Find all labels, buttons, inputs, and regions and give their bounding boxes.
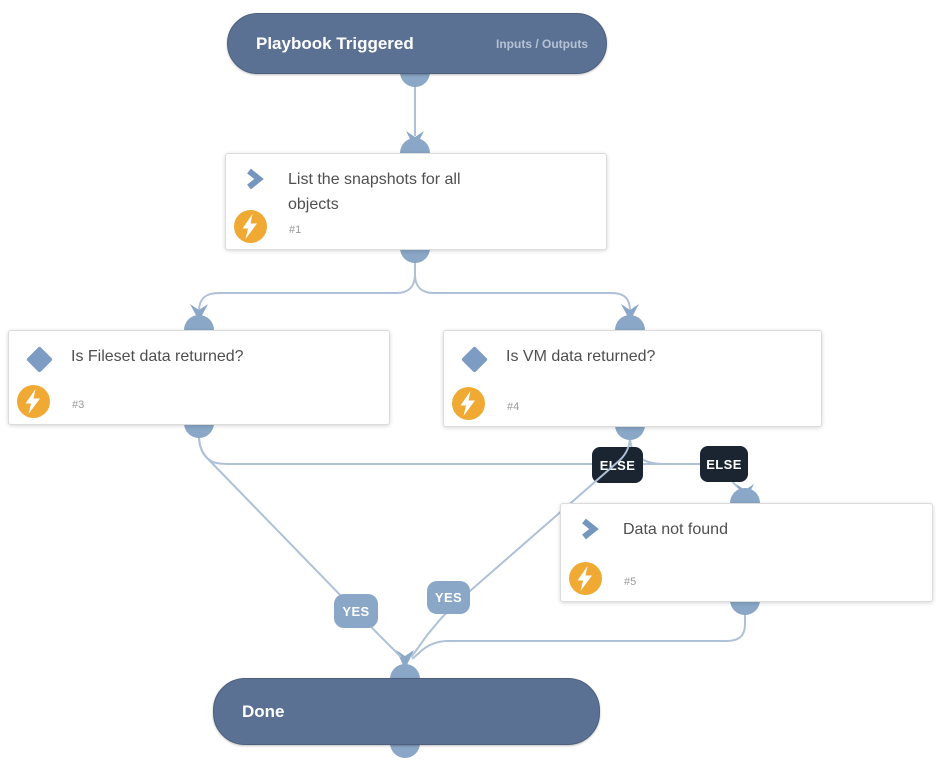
edge-action1-to-decision4 bbox=[414, 273, 631, 314]
edge-action1-to-decision3 bbox=[198, 261, 416, 314]
decision-node-3[interactable]: Is Fileset data returned? #3 bbox=[8, 330, 390, 425]
bolt-icon bbox=[452, 387, 485, 420]
node-title: Is VM data returned? bbox=[506, 348, 656, 365]
action-node-1[interactable]: List the snapshots for all objects #1 bbox=[225, 153, 607, 250]
edge-action5-to-end bbox=[411, 613, 746, 660]
start-node-label: Playbook Triggered bbox=[256, 33, 414, 53]
action-node-5[interactable]: Data not found #5 bbox=[560, 503, 933, 602]
node-title: List the snapshots for all objects bbox=[288, 171, 461, 213]
yes-label-text: YES bbox=[434, 590, 463, 605]
edge-label-else-decision4[interactable]: ELSE bbox=[700, 446, 748, 482]
edge-label-yes-decision4[interactable]: YES bbox=[427, 581, 470, 614]
decision-diamond-icon bbox=[26, 346, 53, 373]
end-node[interactable]: Done bbox=[213, 678, 600, 745]
bolt-icon bbox=[234, 210, 267, 243]
else-label-text: ELSE bbox=[599, 457, 636, 473]
start-node[interactable]: Playbook Triggered Inputs / Outputs bbox=[227, 13, 607, 74]
bolt-icon bbox=[569, 562, 602, 595]
else-label-text: ELSE bbox=[706, 456, 742, 472]
node-number: #5 bbox=[624, 576, 637, 588]
inputs-outputs-link[interactable]: Inputs / Outputs bbox=[496, 36, 588, 51]
decision-node-4[interactable]: Is VM data returned? #4 bbox=[443, 330, 822, 427]
node-number: #3 bbox=[72, 399, 85, 411]
node-number: #1 bbox=[289, 224, 302, 236]
bolt-icon bbox=[17, 385, 50, 418]
edge-label-yes-decision3[interactable]: YES bbox=[334, 594, 378, 628]
action-chevron-icon bbox=[247, 168, 264, 190]
node-number: #4 bbox=[507, 401, 520, 413]
yes-label-text: YES bbox=[342, 603, 370, 619]
decision-diamond-icon bbox=[461, 346, 488, 373]
end-node-label: Done bbox=[242, 701, 285, 721]
edge-label-else-decision3[interactable]: ELSE bbox=[592, 447, 643, 483]
node-title: Data not found bbox=[623, 521, 728, 538]
node-title: Is Fileset data returned? bbox=[71, 348, 244, 365]
action-chevron-icon bbox=[582, 518, 599, 540]
edge-decision3-else-to-action5 bbox=[198, 435, 745, 492]
